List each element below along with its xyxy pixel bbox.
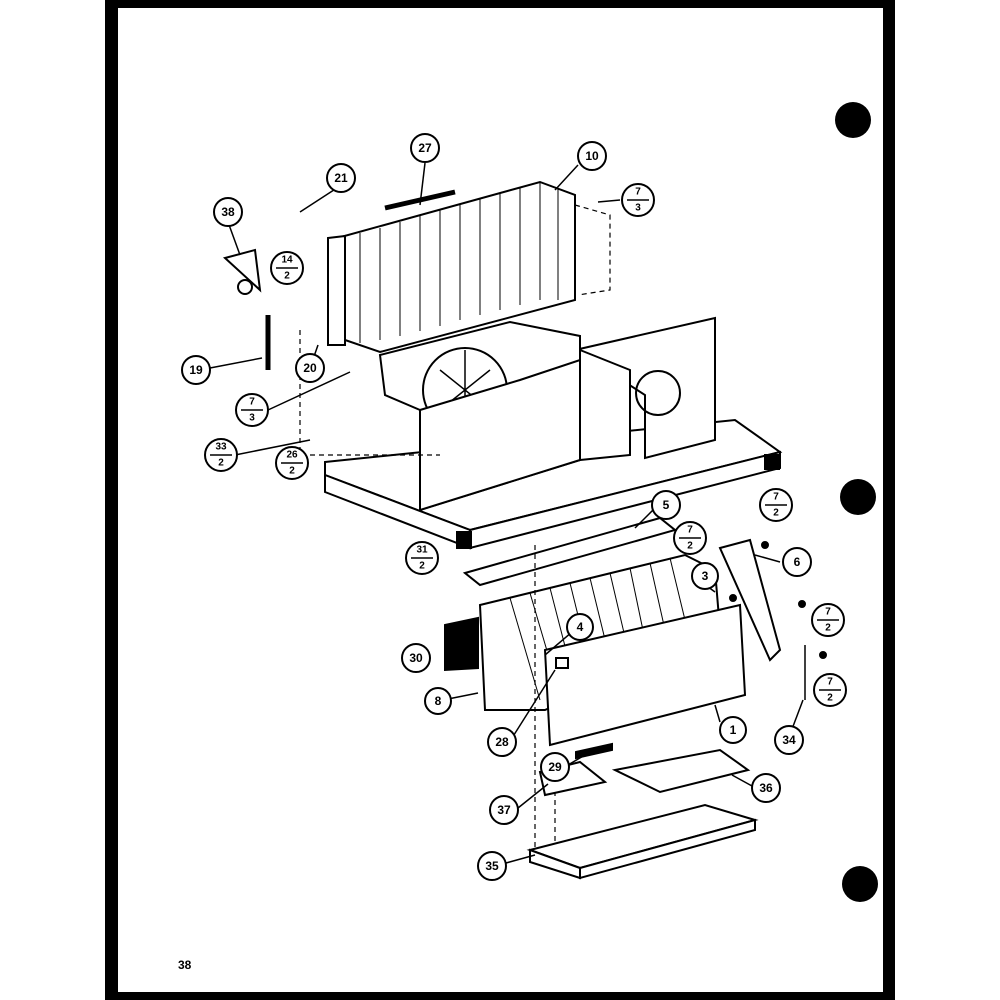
fraction-num: 7 [827, 677, 833, 688]
callout-8[interactable]: 8 [424, 687, 452, 715]
fraction-num: 14 [281, 255, 293, 266]
callout-38[interactable]: 38 [213, 197, 243, 227]
callout-27[interactable]: 27 [410, 133, 440, 163]
fraction-callout-7-2-a[interactable]: 72 [759, 488, 793, 522]
callout-36[interactable]: 36 [751, 773, 781, 803]
fraction-den: 2 [419, 561, 425, 572]
callout-21-label: 21 [334, 171, 348, 185]
callout-10-label: 10 [585, 149, 599, 163]
fraction-num: 26 [286, 450, 298, 461]
chassis-assembly [222, 180, 783, 550]
callout-35[interactable]: 35 [477, 851, 507, 881]
fraction-den: 2 [289, 466, 295, 477]
callout-3-label: 3 [702, 569, 709, 583]
callout-36-label: 36 [759, 781, 773, 795]
fraction-num: 7 [773, 492, 779, 503]
callout-10[interactable]: 10 [577, 141, 607, 171]
binder-hole-bottom [842, 866, 878, 902]
fraction-callout-7-3-left[interactable]: 73 [235, 393, 269, 427]
fraction-num: 7 [687, 525, 693, 536]
callout-34-label: 34 [782, 733, 796, 747]
leader-lines [209, 162, 804, 864]
callout-30[interactable]: 30 [401, 643, 431, 673]
callout-4[interactable]: 4 [566, 613, 594, 641]
fraction-num: 31 [416, 545, 428, 556]
callout-6-label: 6 [794, 555, 801, 569]
fraction-callout-7-2-c[interactable]: 72 [811, 603, 845, 637]
fraction-callout-33-2[interactable]: 332 [204, 438, 238, 472]
fraction-callout-26-2[interactable]: 262 [275, 446, 309, 480]
fraction-den: 2 [687, 541, 693, 552]
callout-29[interactable]: 29 [540, 752, 570, 782]
fraction-den: 3 [249, 413, 255, 424]
page-number: 38 [178, 958, 192, 972]
callout-6[interactable]: 6 [782, 547, 812, 577]
callout-4-label: 4 [577, 620, 584, 634]
callout-3[interactable]: 3 [691, 562, 719, 590]
coil-fins-top [359, 183, 559, 343]
callout-20[interactable]: 20 [295, 353, 325, 383]
fraction-den: 3 [635, 203, 641, 214]
callout-20-label: 20 [303, 361, 317, 375]
fraction-den: 2 [284, 271, 290, 282]
callout-5[interactable]: 5 [651, 490, 681, 520]
callout-1-label: 1 [730, 723, 737, 737]
callout-1[interactable]: 1 [719, 716, 747, 744]
front-assembly [444, 516, 827, 880]
callout-29-label: 29 [548, 760, 562, 774]
callout-38-label: 38 [221, 205, 235, 219]
callout-37-label: 37 [497, 803, 511, 817]
fraction-callout-7-2-b[interactable]: 72 [673, 521, 707, 555]
fraction-den: 2 [827, 693, 833, 704]
callout-35-label: 35 [485, 859, 499, 873]
callout-5-label: 5 [663, 498, 670, 512]
fraction-num: 7 [249, 397, 255, 408]
callout-34[interactable]: 34 [774, 725, 804, 755]
fraction-callout-14-2[interactable]: 142 [270, 251, 304, 285]
callout-28[interactable]: 28 [487, 727, 517, 757]
fraction-den: 2 [825, 623, 831, 634]
fraction-callout-31-2[interactable]: 312 [405, 541, 439, 575]
fraction-den: 2 [218, 458, 224, 469]
callout-28-label: 28 [495, 735, 509, 749]
binder-hole-middle [840, 479, 876, 515]
callout-21[interactable]: 21 [326, 163, 356, 193]
fraction-num: 7 [825, 607, 831, 618]
fraction-callout-7-3-top[interactable]: 73 [621, 183, 655, 217]
callout-19-label: 19 [189, 363, 203, 377]
callout-27-label: 27 [418, 141, 432, 155]
fraction-num: 33 [215, 442, 227, 453]
fraction-num: 7 [635, 187, 641, 198]
callout-30-label: 30 [409, 651, 423, 665]
callout-8-label: 8 [435, 694, 442, 708]
callout-37[interactable]: 37 [489, 795, 519, 825]
callout-19[interactable]: 19 [181, 355, 211, 385]
binder-hole-top [835, 102, 871, 138]
fraction-den: 2 [773, 508, 779, 519]
fraction-callout-7-2-d[interactable]: 72 [813, 673, 847, 707]
